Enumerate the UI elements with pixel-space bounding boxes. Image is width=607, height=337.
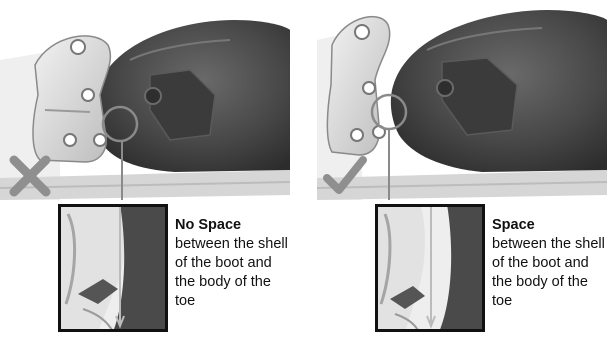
caption-title: Space — [492, 216, 607, 235]
caption-text: between the shell of the boot and the bo… — [175, 235, 293, 311]
comparison-panel-no-space: No Space between the shell of the boot a… — [0, 0, 290, 337]
caption-no-space: No Space between the shell of the boot a… — [175, 216, 293, 311]
magnified-inset — [58, 204, 168, 332]
caption-title: No Space — [175, 216, 293, 235]
comparison-panel-space: Space between the shell of the boot and … — [317, 0, 607, 337]
boot-binding-photo — [317, 0, 607, 200]
caption-text: between the shell of the boot and the bo… — [492, 235, 607, 311]
boot-binding-photo — [0, 0, 290, 200]
caption-space: Space between the shell of the boot and … — [492, 216, 607, 311]
magnified-inset — [375, 204, 485, 332]
